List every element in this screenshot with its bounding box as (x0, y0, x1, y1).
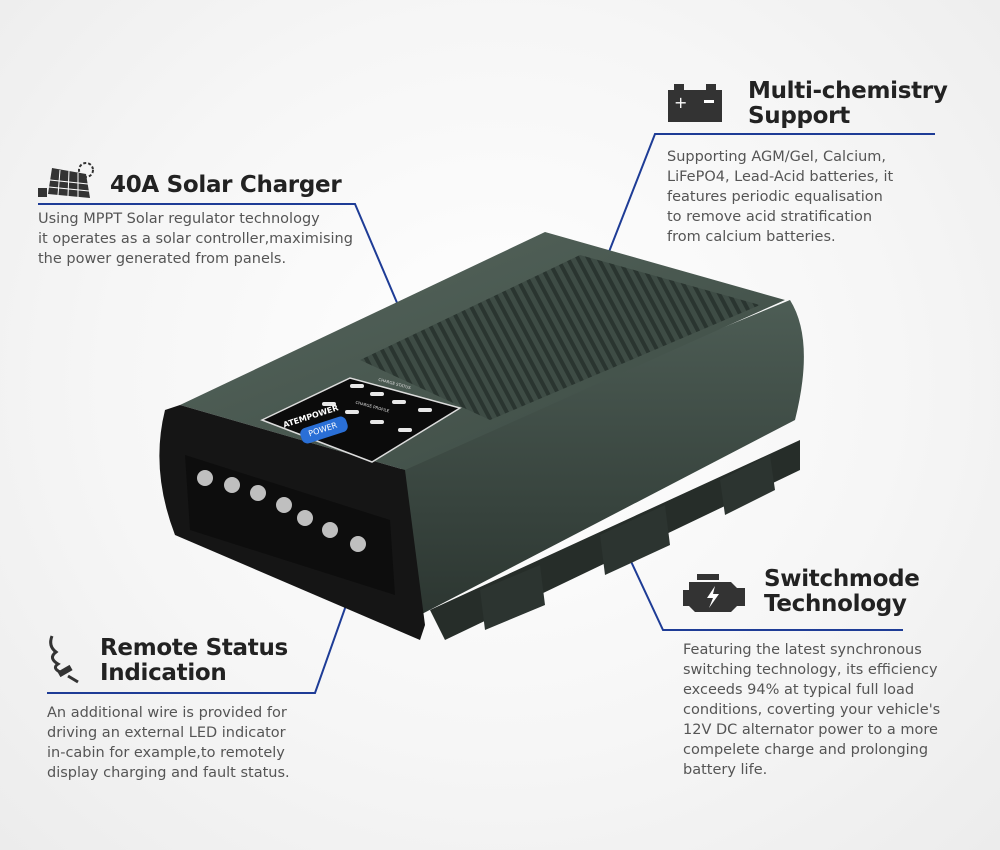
status-led (370, 420, 384, 424)
feature-description: Supporting AGM/Gel, Calcium, LiFePO4, Le… (667, 149, 894, 245)
solar-panel-icon (38, 160, 100, 200)
feature-title: 40A Solar Charger (110, 172, 342, 198)
status-led (350, 384, 364, 388)
mounting-tab (480, 565, 545, 630)
mounting-tab (600, 505, 670, 575)
switchmode-callout-line (627, 554, 903, 631)
feature-title: Remote Status Indication (100, 635, 288, 686)
solar-callout-line (38, 203, 416, 346)
status-led (392, 400, 406, 404)
terminal-screw (297, 510, 313, 526)
terminal-screw (250, 485, 266, 501)
terminal-screws (197, 470, 366, 552)
feature-title: Multi-chemistry Support (748, 78, 948, 129)
feature-description: Featuring the latest synchronous switchi… (683, 642, 941, 778)
status-led (345, 410, 359, 414)
battery-icon: + (666, 82, 724, 124)
control-panel (260, 377, 462, 463)
feature-description: Using MPPT Solar regulator technology it… (38, 211, 353, 267)
terminal-screw (322, 522, 338, 538)
power-button (300, 416, 348, 444)
terminal-screw (224, 477, 240, 493)
status-led (398, 428, 412, 432)
feature-description: An additional wire is provided for drivi… (47, 705, 290, 781)
status-leds (322, 384, 432, 432)
status-led (370, 392, 384, 396)
svg-text:+: + (674, 93, 687, 112)
terminal-screw (276, 497, 292, 513)
terminal-screw (350, 536, 366, 552)
status-led (418, 408, 432, 412)
light-bulb-icon (44, 632, 84, 684)
remote-callout-line (47, 579, 356, 694)
device-side (400, 300, 804, 615)
chemistry-callout-line (597, 133, 935, 281)
feature-title: Switchmode Technology (764, 566, 920, 617)
terminal-screw (197, 470, 213, 486)
status-led (322, 402, 336, 406)
heatsink-fins (360, 255, 760, 420)
mounting-tab (720, 455, 775, 515)
engine-icon (681, 572, 747, 614)
